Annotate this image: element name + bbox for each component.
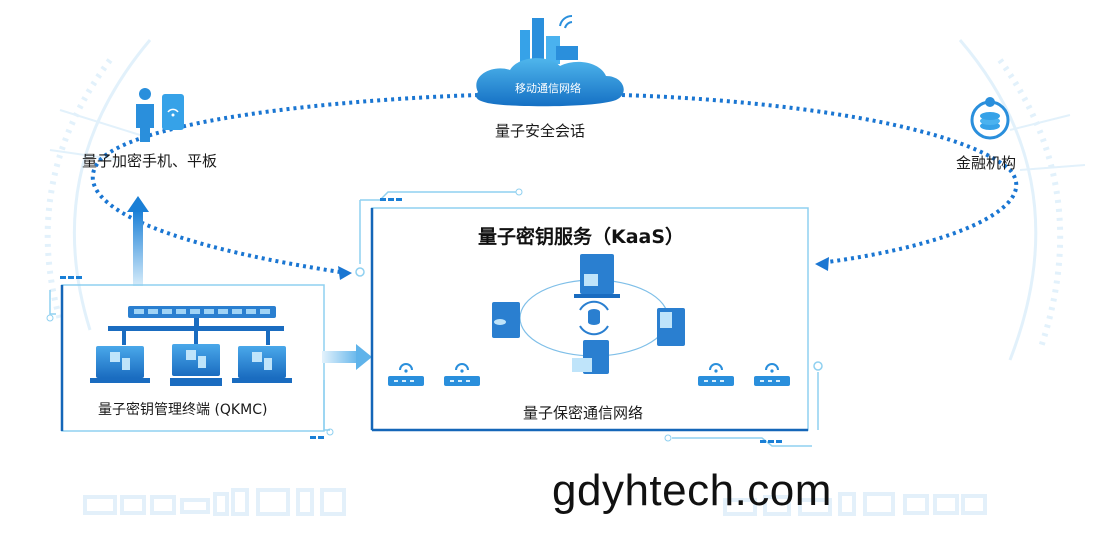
finance-coin-icon	[970, 97, 1010, 140]
background-decoration	[44, 39, 1086, 361]
secure-session-label: 量子安全会话	[495, 122, 586, 140]
website-watermark: gdyhtech.com	[552, 466, 832, 515]
kaas-title: 量子密钥服务（KaaS）	[478, 226, 685, 248]
wifi-routers	[388, 363, 790, 386]
background-blocks	[83, 488, 987, 516]
network-label: 量子保密通信网络	[523, 404, 644, 422]
phone-tablet-label: 量子加密手机、平板	[82, 152, 218, 170]
person-tablet-icon	[136, 88, 184, 142]
qkmc-label: 量子密钥管理终端 (QKMC)	[98, 402, 268, 418]
kaas-servers	[492, 254, 685, 374]
arrowhead-left	[338, 266, 352, 280]
up-arrow	[127, 196, 149, 286]
arrowhead-right	[815, 257, 829, 271]
kaas-frame	[355, 188, 823, 447]
right-arrow	[322, 344, 372, 370]
mobile-network-icon	[476, 14, 624, 107]
secure-session-path	[90, 93, 1019, 274]
mobile-network-label: 移动通信网络	[515, 82, 581, 95]
finance-label: 金融机构	[956, 154, 1017, 172]
qkmc-devices	[90, 306, 292, 386]
